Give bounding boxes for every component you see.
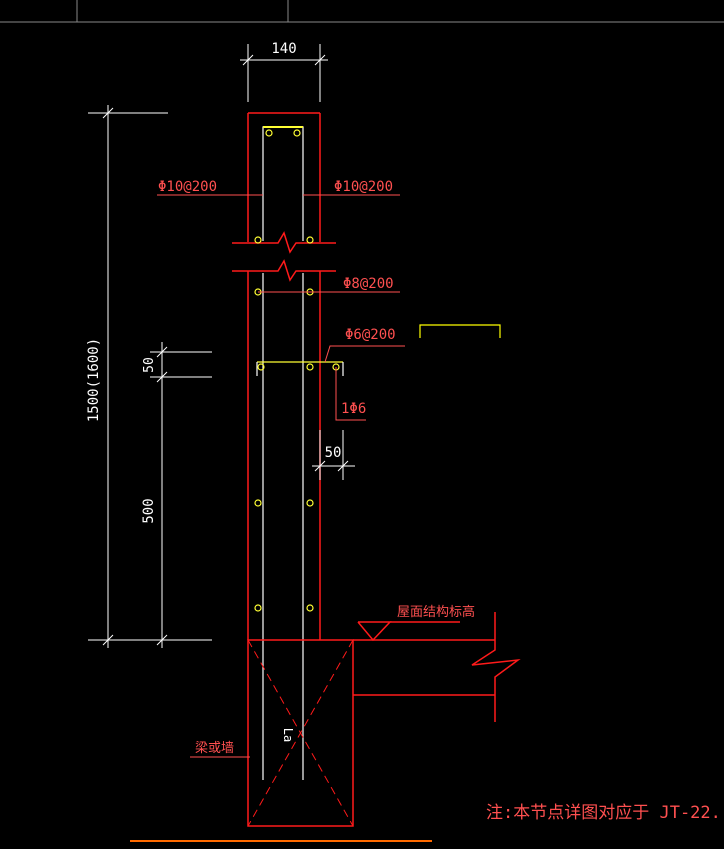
label-rebar-left: Φ10@200	[158, 179, 217, 195]
drawing-text: 140 1500(1600) 50 500 50 Φ10@200 Φ10@200…	[86, 41, 721, 823]
break-line-top	[232, 231, 336, 254]
drawing-note: 注:本节点详图对应于 JT-22.	[486, 803, 721, 823]
rebar-dot	[254, 499, 262, 507]
dim-top-width-label: 140	[271, 41, 296, 57]
dim-tick	[337, 460, 349, 472]
label-single-bar: 1Φ6	[341, 401, 366, 417]
rebar-dot	[306, 363, 314, 371]
break-line-bottom	[232, 259, 336, 282]
label-stirrup: Φ8@200	[343, 276, 394, 292]
rebar-dot	[306, 499, 314, 507]
slab-break-line	[471, 612, 521, 722]
elevation-marker	[357, 621, 392, 642]
beam-or-wall	[190, 612, 521, 827]
leader-single-bar	[335, 367, 366, 421]
beam-cross-2	[247, 639, 354, 827]
dimensions	[88, 44, 355, 648]
rebar-dot	[257, 363, 265, 371]
rebar-dot	[254, 236, 262, 244]
dim-total-height-label: 1500(1600)	[86, 338, 102, 422]
dim-tick	[156, 346, 168, 358]
dim-tick	[314, 54, 326, 66]
label-beam-or-wall: 梁或墙	[195, 741, 234, 756]
dim-tick	[314, 460, 326, 472]
rebar-cage	[256, 126, 344, 780]
beam-section	[247, 639, 354, 827]
rebar-dot	[306, 236, 314, 244]
dim-lower-height-label: 500	[141, 498, 157, 523]
dim-upper-gap-label: 50	[142, 357, 157, 373]
label-anchorage: La	[281, 728, 295, 742]
header-strip	[0, 0, 724, 23]
dim-tick	[102, 634, 114, 646]
label-roof-elevation: 屋面结构标高	[397, 604, 475, 620]
rebar-dot	[306, 604, 314, 612]
rebar-dot	[254, 604, 262, 612]
parapet-outline	[232, 112, 336, 640]
label-rebar-right: Φ10@200	[334, 179, 393, 195]
rebar-top-hook	[262, 126, 304, 241]
dim-bar-offset-label: 50	[325, 445, 342, 461]
leader-lines	[157, 194, 405, 421]
rebar-dots	[254, 129, 340, 612]
rebar-dot	[265, 129, 273, 137]
label-tie: Φ6@200	[345, 327, 396, 343]
dim-tick	[102, 107, 114, 119]
dim-tick	[242, 54, 254, 66]
rebar-dot	[293, 129, 301, 137]
dim-tick	[156, 634, 168, 646]
leader-tie	[324, 345, 405, 363]
yellow-accent-bracket	[419, 324, 501, 338]
dim-tick	[156, 371, 168, 383]
